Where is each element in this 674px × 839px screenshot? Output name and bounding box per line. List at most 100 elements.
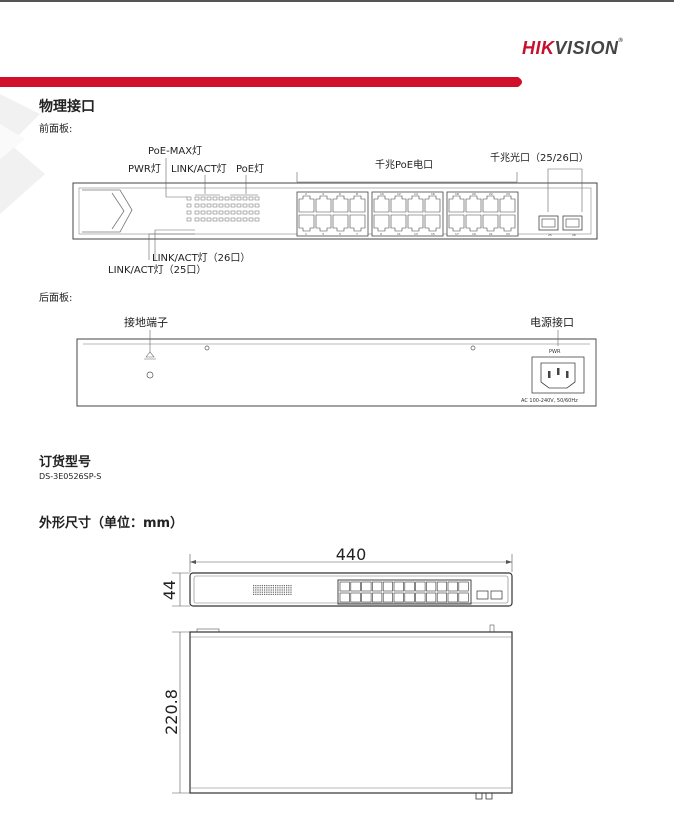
vent-hole (288, 587, 290, 589)
front-view-port (415, 592, 426, 603)
led-indicator (254, 196, 260, 201)
vent-hole (255, 589, 257, 591)
vent-hole (268, 585, 270, 587)
vent-hole (288, 593, 290, 595)
vent-hole (270, 589, 272, 591)
rj45-port (465, 195, 482, 213)
front-view-port (361, 592, 372, 603)
rear-panel-label: 后面板: (39, 293, 73, 304)
vent-hole (277, 591, 279, 593)
rj45-port (349, 214, 366, 232)
vent-hole (283, 585, 285, 587)
vent-hole (275, 593, 277, 595)
vent-hole (275, 589, 277, 591)
rj45-port (332, 195, 349, 213)
led-indicator (248, 203, 254, 208)
vent-hole (288, 589, 290, 591)
led-indicator (254, 210, 260, 215)
vent-hole (255, 585, 257, 587)
vent-hole (266, 591, 268, 593)
vent-hole (286, 589, 288, 591)
led-indicator (200, 210, 206, 215)
rj45-port (315, 195, 332, 213)
vent-hole (253, 587, 255, 589)
led-indicator (218, 203, 224, 208)
vent-hole (283, 591, 285, 593)
led-indicator (218, 217, 224, 222)
vent-hole (253, 591, 255, 593)
led-indicator (242, 210, 248, 215)
ac-power-socket (531, 356, 585, 394)
vent-hole (257, 591, 259, 593)
vent-hole (275, 587, 277, 589)
front-view-port (382, 581, 393, 592)
vent-hole (268, 593, 270, 595)
led-indicator (194, 203, 200, 208)
rj45-port (407, 214, 424, 232)
rj45-port (482, 214, 499, 232)
callout-ground-terminal: 接地端子 (124, 316, 168, 329)
vent-hole (286, 593, 288, 595)
port-number-top: 20 (472, 192, 476, 196)
front-view-port (415, 581, 426, 592)
led-indicator (230, 203, 236, 208)
vent-hole (279, 591, 281, 593)
port-group (446, 191, 519, 237)
dimensions-title: 外形尺寸（单位：mm） (39, 516, 184, 531)
vent-hole (270, 587, 272, 589)
vent-hole (268, 587, 270, 589)
vent-hole (257, 589, 259, 591)
vent-hole (279, 585, 281, 587)
rj45-port (390, 195, 407, 213)
front-view-port (404, 581, 415, 592)
brand-logo-hik: HIK (522, 38, 555, 58)
rj45-port (424, 195, 441, 213)
front-view-port (350, 581, 361, 592)
front-view-ports (337, 579, 472, 605)
rj45-port (349, 195, 366, 213)
rj45-port (332, 214, 349, 232)
front-view-port (372, 581, 383, 592)
vent-hole (264, 589, 266, 591)
port-number-top: 4 (322, 192, 324, 196)
vent-hole (268, 591, 270, 593)
callout-poe-max-led: PoE-MAX灯 (148, 146, 203, 157)
led-indicator (248, 217, 254, 222)
rj45-port (373, 195, 390, 213)
callout-gigabit-poe-ports: 千兆PoE电口 (375, 160, 434, 171)
port-number-top: 24 (506, 192, 510, 196)
rj45-port (390, 214, 407, 232)
rj45-port (448, 195, 465, 213)
callout-link-act-port26: LINK/ACT灯（26口） (152, 253, 251, 264)
led-indicator (224, 210, 230, 215)
led-indicator (242, 217, 248, 222)
vent-hole (286, 591, 288, 593)
ground-symbol-icon (144, 351, 156, 360)
order-model-title: 订货型号 (39, 455, 92, 470)
port-number-bottom: 5 (339, 232, 341, 236)
led-indicator (212, 196, 218, 201)
dimension-width-value: 440 (336, 545, 367, 564)
vent-hole (264, 587, 266, 589)
rear-panel-drawing: PWR AC 100-240V, 50/60Hz (76, 330, 597, 407)
led-indicator (236, 196, 242, 201)
led-indicator (218, 196, 224, 201)
front-view-port (339, 592, 350, 603)
vent-hole (290, 593, 292, 595)
led-indicator (206, 210, 212, 215)
rj45-port (373, 214, 390, 232)
rj45-port (298, 195, 315, 213)
vent-hole (261, 587, 263, 589)
vent-hole (286, 587, 288, 589)
led-indicator (224, 203, 230, 208)
vent-hole (290, 589, 292, 591)
vent-hole (272, 591, 274, 593)
watermark-shape (0, 94, 45, 214)
vent-hole (275, 591, 277, 593)
vent-hole (264, 591, 266, 593)
led-indicator (242, 203, 248, 208)
vent-hole (279, 587, 281, 589)
vent-hole (288, 591, 290, 593)
port-number-bottom: 11 (397, 232, 401, 236)
brand-logo: HIKVISION® (522, 38, 623, 59)
